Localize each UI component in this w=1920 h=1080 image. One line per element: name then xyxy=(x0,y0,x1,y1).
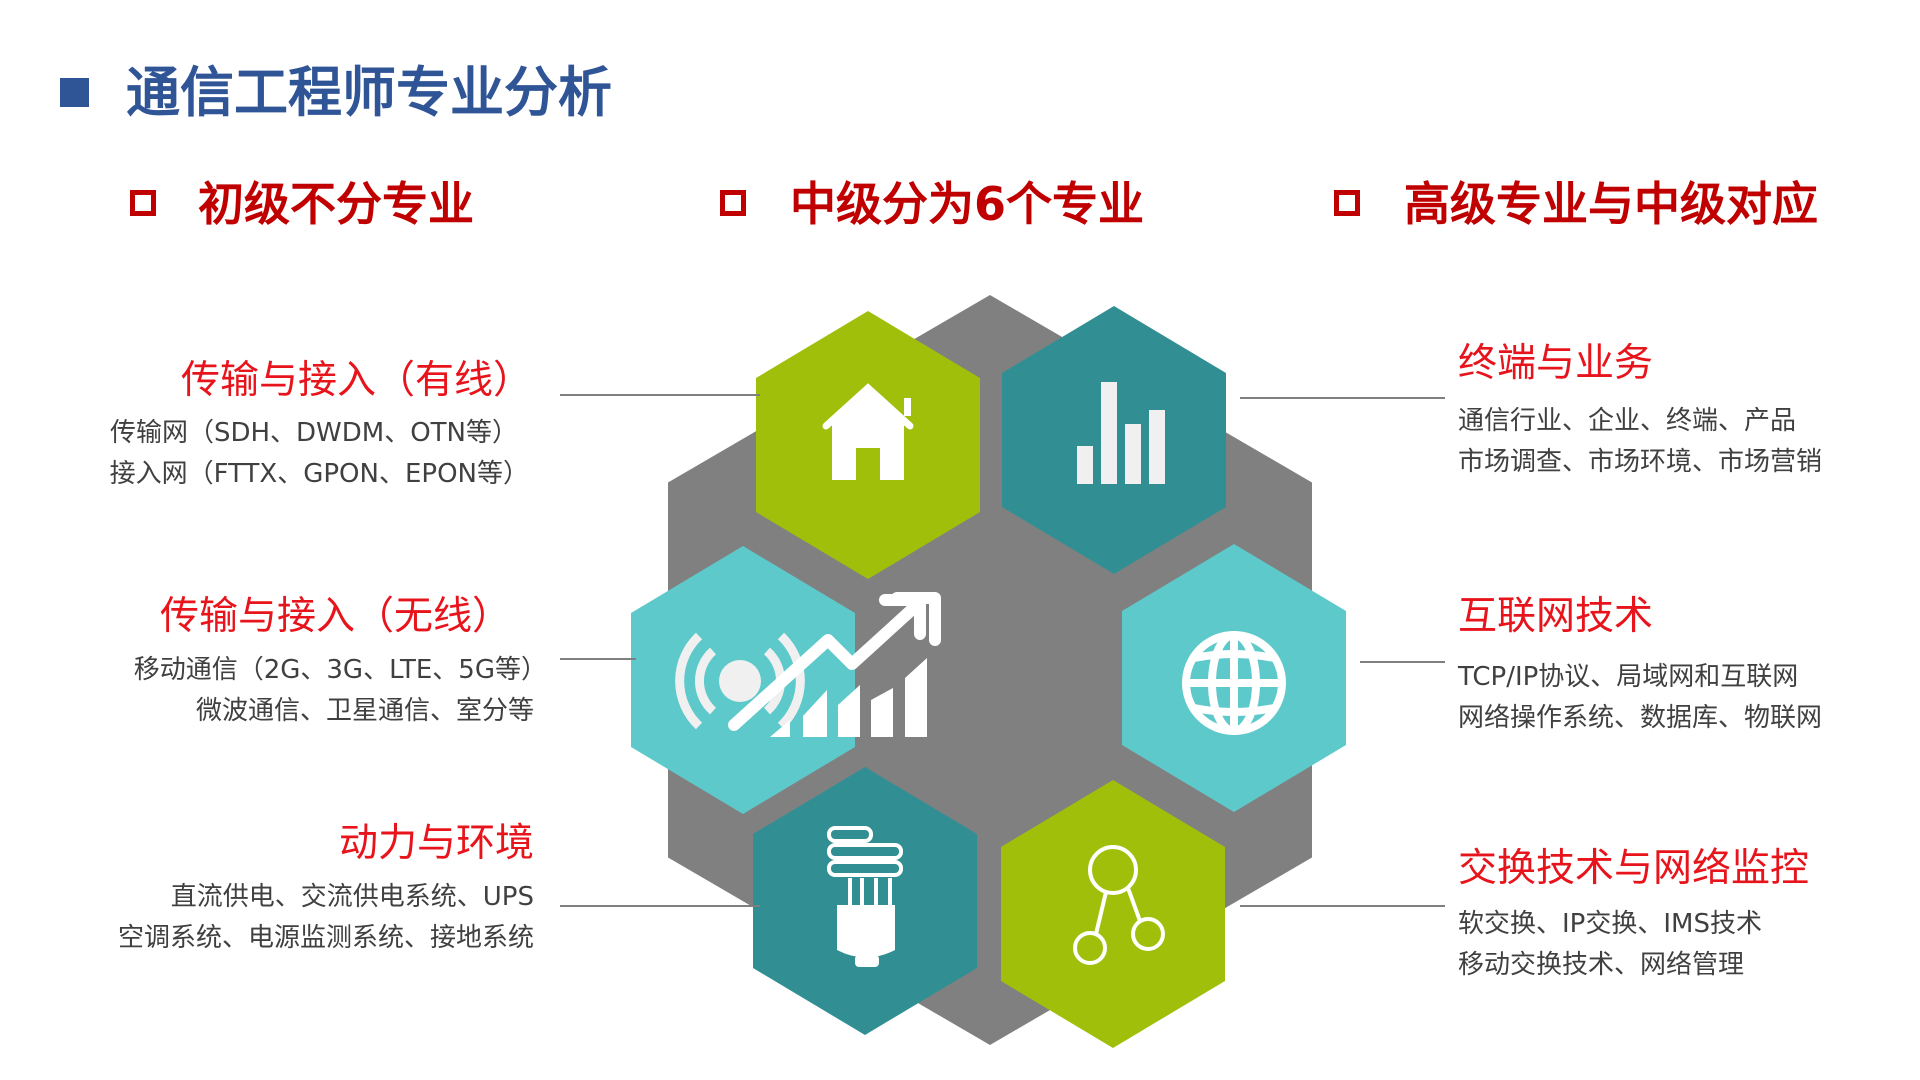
level-junior: 初级不分专业 xyxy=(198,177,474,231)
checkbox-icon xyxy=(130,190,156,216)
desc-line: 通信行业、企业、终端、产品 xyxy=(1458,406,1797,436)
light-bulb-icon xyxy=(827,826,903,967)
heading-terminal-business: 终端与业务 xyxy=(1458,341,1654,386)
desc-line: 空调系统、电源监测系统、接地系统 xyxy=(117,923,534,953)
network-nodes-icon xyxy=(1073,845,1165,965)
desc-line: 移动交换技术、网络管理 xyxy=(1458,950,1745,980)
checkbox-icon xyxy=(720,190,746,216)
heading-power-environment: 动力与环境 xyxy=(338,821,534,866)
growth-arrow-icon xyxy=(728,594,926,731)
connector-line xyxy=(560,905,760,907)
desc-line: 直流供电、交流供电系统、UPS xyxy=(170,882,534,912)
desc-line: 微波通信、卫星通信、室分等 xyxy=(195,696,534,726)
desc-line: 传输网（SDH、DWDM、OTN等） xyxy=(109,418,518,448)
heading-wired-access: 传输与接入（有线） xyxy=(180,358,532,403)
home-icon xyxy=(822,383,914,480)
desc-line: 接入网（FTTX、GPON、EPON等） xyxy=(109,459,529,489)
hex-power xyxy=(753,767,977,1035)
connector-line xyxy=(1240,397,1445,399)
desc-line: 网络操作系统、数据库、物联网 xyxy=(1458,703,1823,733)
title-bullet-icon xyxy=(60,78,89,107)
connector-line xyxy=(1240,905,1445,907)
connector-line xyxy=(560,394,760,396)
connector-line xyxy=(560,658,636,660)
hex-switching xyxy=(1001,780,1225,1048)
connector-line xyxy=(1360,661,1445,663)
desc-line: 移动通信（2G、3G、LTE、5G等） xyxy=(133,655,547,685)
checkbox-icon xyxy=(1334,190,1360,216)
page-title: 通信工程师专业分析 xyxy=(126,61,612,124)
heading-internet-tech: 互联网技术 xyxy=(1458,594,1654,639)
desc-line: 市场调查、市场环境、市场营销 xyxy=(1458,447,1823,477)
wireless-signal-icon xyxy=(675,632,805,730)
heading-wireless-access: 传输与接入（无线） xyxy=(159,594,511,639)
bar-chart-icon xyxy=(1077,382,1165,484)
desc-line: TCP/IP协议、局域网和互联网 xyxy=(1458,662,1799,692)
level-intermediate: 中级分为6个专业 xyxy=(790,177,1145,231)
heading-switching-monitoring: 交换技术与网络监控 xyxy=(1458,846,1810,891)
desc-line: 软交换、IP交换、IMS技术 xyxy=(1458,909,1762,939)
level-senior: 高级专业与中级对应 xyxy=(1404,177,1818,231)
globe-icon xyxy=(1182,631,1286,735)
